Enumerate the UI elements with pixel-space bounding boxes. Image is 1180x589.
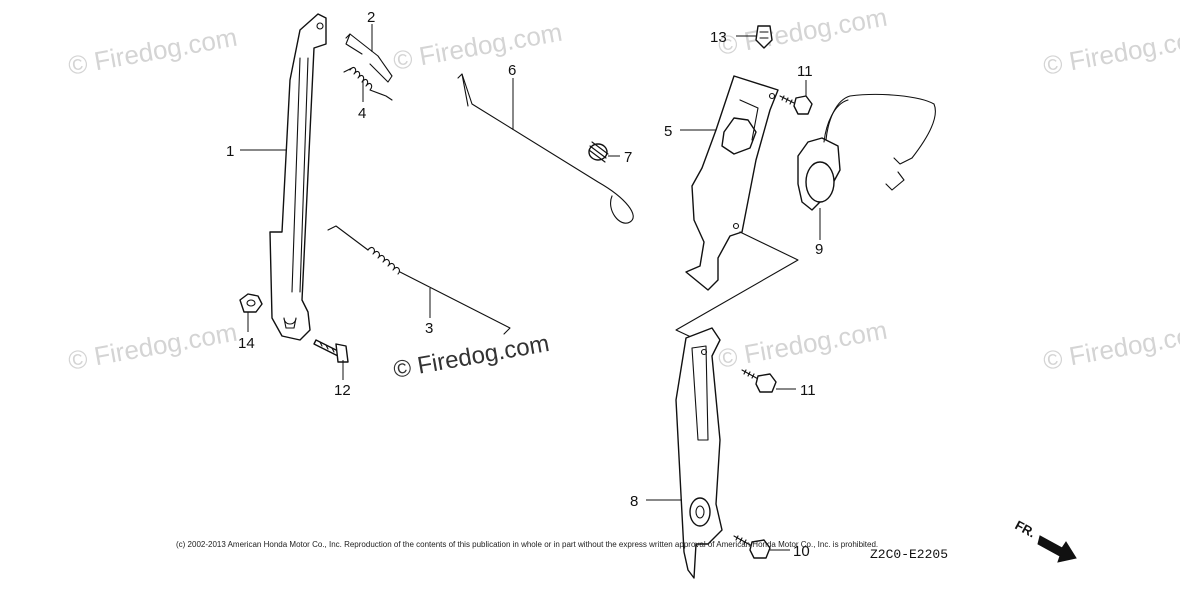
watermark: © Firedog.com [1041,317,1180,376]
callout-13: 13 [710,29,727,46]
callout-14: 14 [238,335,255,352]
diagram-code: Z2C0-E2205 [870,547,948,562]
part-clip [755,25,773,49]
callout-2: 2 [367,9,375,26]
part-rod-spring [327,225,511,335]
assembly-lines [675,231,799,345]
arrow-right-icon [1037,535,1077,563]
callout-leaders [240,24,821,551]
watermark: © Firedog.com [391,17,565,76]
part-wire-clip [345,33,393,83]
part-lever-arm [269,13,327,341]
part-bolt-bottom [733,535,771,559]
callout-10: 10 [793,543,810,560]
callout-1: 1 [226,143,234,160]
callout-4: 4 [358,105,366,122]
watermark: © Firedog.com [716,315,890,374]
callout-5: 5 [664,123,672,140]
part-coil-spring [588,141,609,163]
part-bolt-t [313,339,349,363]
part-bolt-upper [779,95,813,115]
watermark: © Firedog.com [1041,22,1180,81]
callout-9: 9 [815,241,823,258]
watermark-center: © Firedog.com [391,330,551,384]
part-spring-small [343,66,393,101]
callout-8: 8 [630,493,638,510]
part-lower-plate [675,327,723,579]
callout-11-lower: 11 [800,382,816,399]
part-bracket [685,75,779,291]
part-nut [239,293,263,313]
watermark: © Firedog.com [66,22,240,81]
callout-6: 6 [508,62,516,79]
part-long-rod [457,73,634,224]
callout-11-upper: 11 [797,63,813,80]
callout-3: 3 [425,320,433,337]
callout-labels: 1 2 3 4 5 6 7 8 9 10 11 11 12 13 14 [226,9,823,560]
watermark: © Firedog.com [66,317,240,376]
part-bolt-lower [741,369,777,393]
front-label: FR. [1013,517,1039,540]
copyright-notice: (c) 2002-2013 American Honda Motor Co., … [176,540,878,549]
front-direction-indicator: FR. [1013,517,1077,563]
callout-7: 7 [624,149,632,166]
callout-12: 12 [334,382,351,399]
part-switch-harness [797,93,936,211]
watermark: © Firedog.com [716,2,890,61]
watermark-layer: © Firedog.com © Firedog.com © Firedog.co… [66,2,1180,384]
